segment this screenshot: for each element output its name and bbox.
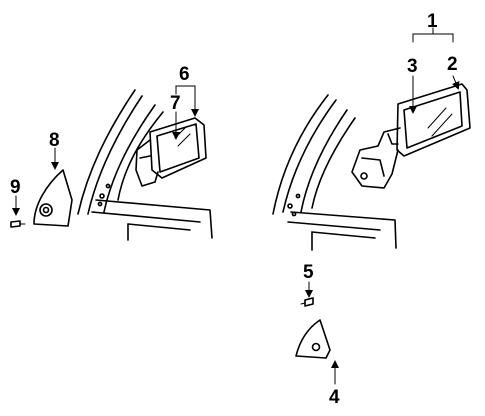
leader-2 — [452, 75, 460, 90]
left-screw-9 — [10, 220, 26, 228]
leader-1-bracket — [412, 33, 454, 43]
callout-9: 9 — [10, 177, 21, 198]
left-mirror-assembly — [135, 117, 207, 187]
leader-6-bracket — [175, 85, 196, 95]
callout-6: 6 — [179, 64, 190, 85]
callout-4: 4 — [329, 387, 340, 408]
callout-3: 3 — [407, 56, 418, 77]
right-door-frame — [272, 94, 397, 251]
left-mirror-cover-8 — [33, 169, 73, 227]
callout-1: 1 — [427, 11, 438, 32]
left-door-frame — [77, 89, 213, 241]
callout-2: 2 — [447, 54, 458, 75]
right-mirror-cover-4 — [295, 319, 331, 359]
callout-7: 7 — [170, 93, 181, 114]
callout-8: 8 — [49, 130, 60, 151]
right-screw-5 — [300, 297, 314, 307]
right-mirror-assembly — [351, 83, 471, 189]
callout-5: 5 — [303, 262, 314, 283]
